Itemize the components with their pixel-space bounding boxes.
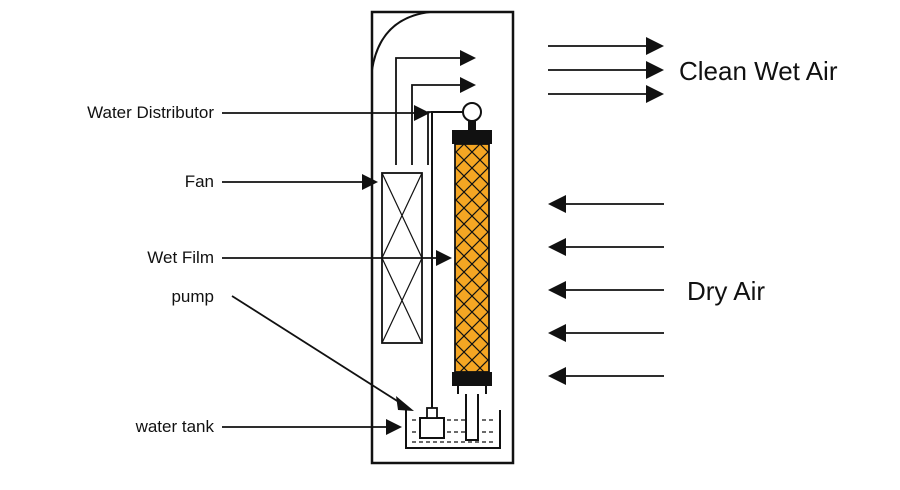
- housing-outline: [370, 10, 515, 465]
- clean-air-arrows: [548, 37, 664, 103]
- internal-arrowheads: [460, 50, 476, 93]
- label-wet-film: Wet Film: [147, 248, 214, 267]
- water-tank-icon: [405, 394, 501, 449]
- label-water-distributor: Water Distributor: [87, 103, 214, 122]
- dry-air-arrows: [548, 195, 664, 385]
- label-clean-wet-air: Clean Wet Air: [679, 56, 838, 86]
- label-water-tank: water tank: [135, 417, 214, 436]
- label-fan: Fan: [184, 172, 214, 191]
- housing-top-curve: [371, 11, 431, 71]
- leader-arrowheads: [362, 105, 452, 435]
- label-dry-air: Dry Air: [687, 276, 765, 306]
- pump-icon: [419, 407, 445, 439]
- water-distributor-icon: [462, 102, 482, 131]
- label-pump: pump: [171, 287, 214, 306]
- leader-lines: [222, 112, 438, 428]
- wet-film-icon: [452, 130, 492, 394]
